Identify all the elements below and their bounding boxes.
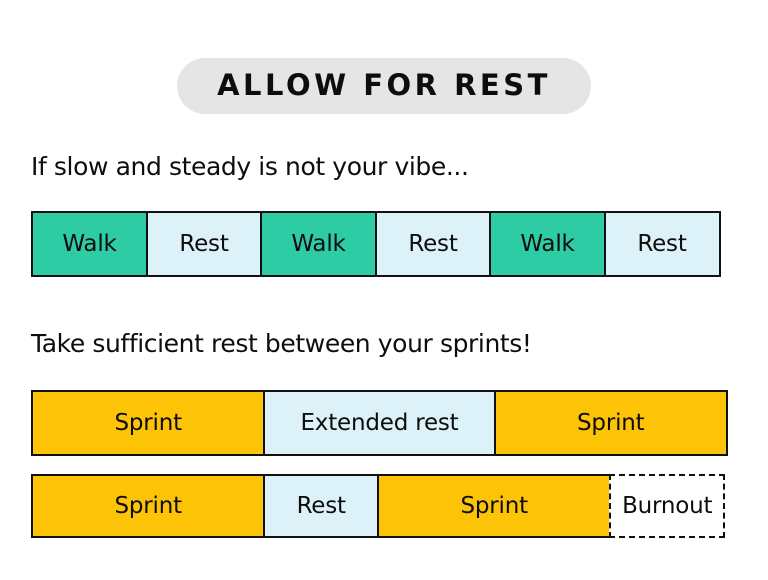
block-rest-3: Rest bbox=[603, 211, 721, 277]
page-title: ALLOW FOR REST bbox=[177, 58, 591, 115]
block-walk-2: Walk bbox=[257, 207, 379, 282]
caption-walk-rest: If slow and steady is not your vibe... bbox=[31, 152, 469, 181]
block-label: Rest bbox=[637, 231, 687, 257]
block-burnout: Burnout bbox=[608, 474, 726, 538]
block-label: Rest bbox=[296, 493, 347, 519]
block-walk-3: Walk bbox=[486, 207, 608, 282]
caption-sprint-rest: Take sufficient rest between your sprint… bbox=[31, 329, 532, 358]
block-rest-2: Rest bbox=[374, 211, 492, 277]
block-label: Sprint bbox=[114, 410, 183, 436]
block-label: Rest bbox=[408, 231, 458, 257]
block-label: Rest bbox=[179, 231, 229, 257]
block-sprint-2: Sprint bbox=[490, 386, 731, 461]
block-rest-1: Rest bbox=[145, 211, 263, 277]
block-walk-1: Walk bbox=[28, 207, 150, 282]
block-sprint-1: Sprint bbox=[27, 386, 268, 461]
block-label: Sprint bbox=[114, 493, 183, 519]
block-extended-rest: Extended rest bbox=[262, 390, 497, 456]
block-label: Walk bbox=[291, 231, 346, 257]
walk-rest-row: Walk Rest Walk Rest Walk Rest bbox=[28, 207, 733, 282]
block-label: Burnout bbox=[622, 493, 713, 519]
block-label: Sprint bbox=[460, 493, 528, 519]
title-container: ALLOW FOR REST bbox=[0, 58, 768, 115]
block-sprint-4: Sprint bbox=[373, 470, 614, 543]
block-label: Walk bbox=[520, 231, 575, 257]
block-label: Extended rest bbox=[300, 410, 459, 436]
sprint-rest-burnout-row: Sprint Rest Sprint Burnout bbox=[27, 470, 733, 543]
block-label: Sprint bbox=[577, 410, 645, 436]
block-rest-4: Rest bbox=[262, 474, 380, 538]
block-label: Walk bbox=[62, 231, 117, 257]
block-sprint-3: Sprint bbox=[27, 470, 268, 543]
sprint-extended-rest-row: Sprint Extended rest Sprint bbox=[27, 386, 733, 461]
